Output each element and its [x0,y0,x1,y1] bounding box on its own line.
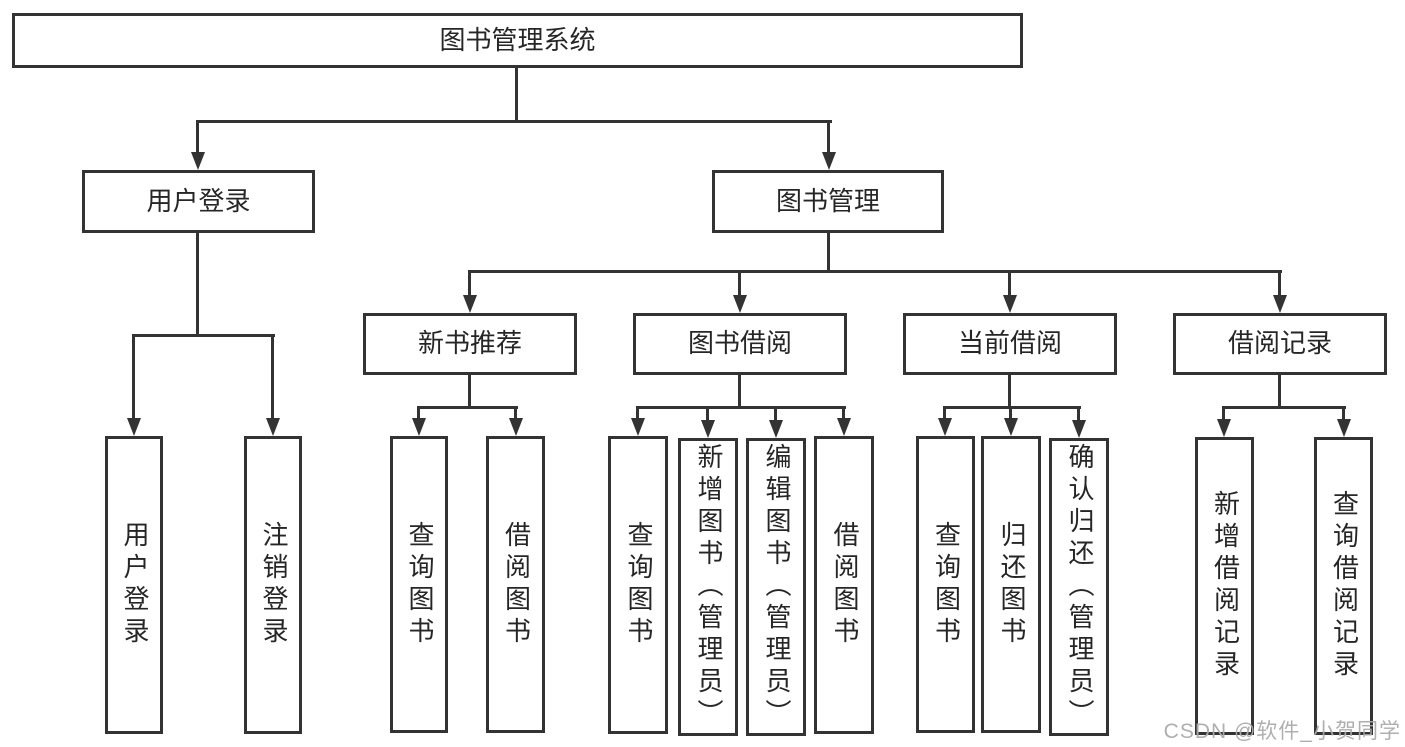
connector-segment [467,373,471,409]
node-record-add: 新增借阅记录 [1195,437,1254,735]
arrow-down-icon [1337,419,1351,437]
node-label-login: 用户登录 [146,185,251,216]
node-root: 图书管理系统 [12,13,1023,68]
connector-segment [826,231,830,273]
node-label-newbook-query: 查询图书 [404,520,435,649]
connector-segment [1008,405,1012,422]
node-label-record-add: 新增借阅记录 [1210,490,1241,682]
node-label-book-mgmt: 图书管理 [775,185,880,216]
connector-segment [514,66,518,123]
connector-segment [270,333,274,422]
node-newbook: 新书推荐 [363,313,577,375]
node-newbook-borrow: 借阅图书 [486,436,545,733]
connector-segment [416,405,518,409]
connector-segment [416,405,420,422]
node-borrow-query: 查询图书 [608,436,668,734]
connector-segment [942,405,946,422]
connector-segment [467,269,1282,273]
arrow-down-icon [1003,295,1017,313]
arrow-down-icon [509,418,523,436]
arrow-down-icon [127,418,141,436]
connector-segment [635,405,846,409]
arrow-down-icon [822,152,836,170]
node-label-borrow: 图书借阅 [687,328,792,359]
node-label-borrow-edit: 编辑图书（管理员） [761,443,792,731]
connector-segment [195,119,199,156]
arrow-down-icon [1004,418,1018,436]
arrow-down-icon [1217,419,1231,437]
node-login-logout: 注销登录 [244,436,302,734]
node-label-root: 图书管理系统 [439,24,596,55]
node-label-login-user: 用户登录 [119,521,150,649]
connector-segment [1076,405,1080,422]
arrow-down-icon [769,420,783,438]
node-label-borrow-query: 查询图书 [623,521,654,649]
connector-segment [1007,269,1011,299]
node-login-user: 用户登录 [105,436,163,734]
node-borrow: 图书借阅 [633,313,847,375]
node-label-newbook-borrow: 借阅图书 [501,520,532,649]
connector-segment [705,405,709,422]
node-label-current: 当前借阅 [957,328,1062,359]
node-borrow-add: 新增图书（管理员） [678,438,738,736]
arrow-down-icon [191,152,205,170]
connector-segment [195,231,199,337]
arrow-down-icon [733,295,747,313]
node-label-newbook: 新书推荐 [417,328,522,359]
node-label-record-query: 查询借阅记录 [1329,490,1360,682]
connector-segment [635,405,639,422]
arrow-down-icon [412,418,426,436]
arrow-down-icon [837,418,851,436]
node-borrow-borrow: 借阅图书 [814,436,874,734]
node-current-return: 归还图书 [981,436,1041,733]
arrow-down-icon [266,418,280,436]
node-label-login-logout: 注销登录 [258,521,289,649]
node-borrow-edit: 编辑图书（管理员） [746,438,806,736]
node-label-borrow-add: 新增图书（管理员） [693,443,724,731]
node-login: 用户登录 [82,170,315,233]
arrow-down-icon [463,295,477,313]
connector-segment [131,333,275,337]
connector-segment [737,373,741,409]
node-record: 借阅记录 [1173,313,1387,375]
node-label-current-return: 归还图书 [996,520,1027,649]
arrow-down-icon [631,418,645,436]
node-record-query: 查询借阅记录 [1314,437,1373,735]
connector-segment [841,405,845,422]
connector-segment [1221,405,1225,422]
connector-segment [131,333,135,422]
connector-segment [1277,373,1281,409]
node-current-query: 查询图书 [916,436,975,733]
node-label-current-query: 查询图书 [931,520,962,649]
connector-segment [826,119,830,156]
arrow-down-icon [938,418,952,436]
connector-segment [195,119,832,123]
connector-segment [942,405,1081,409]
connector-segment [773,405,777,422]
connector-segment [1277,269,1281,299]
connector-segment [737,269,741,299]
node-label-record: 借阅记录 [1227,328,1332,359]
arrow-down-icon [701,420,715,438]
node-label-borrow-borrow: 借阅图书 [829,521,860,649]
node-newbook-query: 查询图书 [390,436,448,733]
node-book-mgmt: 图书管理 [712,170,944,233]
connector-segment [1221,405,1346,409]
connector-segment [513,405,517,422]
csdn-watermark: CSDN @软件_小贺同学 [1163,720,1401,743]
connector-segment [467,269,471,299]
node-current-confirm: 确认归还（管理员） [1049,438,1109,736]
arrow-down-icon [1072,420,1086,438]
node-label-current-confirm: 确认归还（管理员） [1064,443,1095,731]
arrow-down-icon [1273,295,1287,313]
connector-segment [1007,373,1011,409]
node-current: 当前借阅 [903,313,1117,375]
connector-segment [1341,405,1345,422]
